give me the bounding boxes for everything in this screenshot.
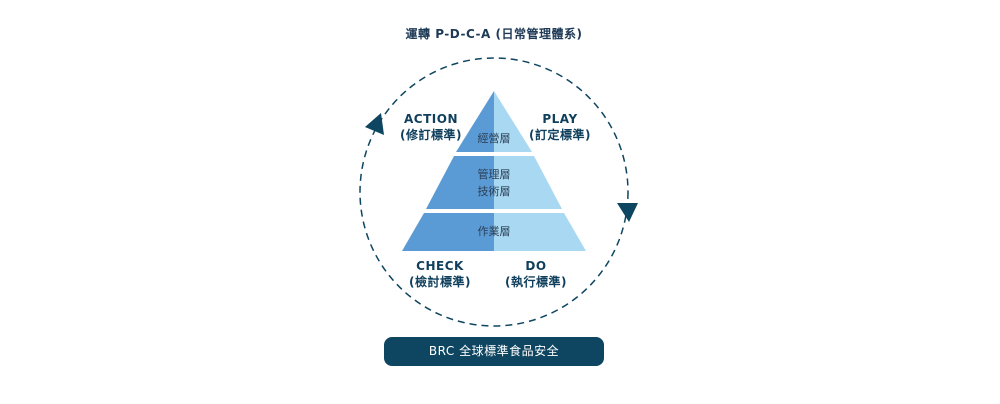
corner-play-label: PLAY	[542, 112, 577, 126]
pyramid-label-bottom: 作業層	[478, 225, 511, 238]
corner-check-sub: (檢討標準)	[409, 274, 471, 289]
corner-action-sub: (修訂標準)	[400, 127, 462, 142]
corner-play-sub: (訂定標準)	[529, 127, 591, 142]
footer-standard-bar: BRC 全球標準食品安全	[384, 337, 604, 366]
corner-do-label: DO	[525, 259, 546, 273]
pyramid-label-top: 經營層	[478, 131, 511, 145]
pyramid-label-middle-2: 技術層	[478, 185, 511, 198]
diagram-title: 運轉 P-D-C-A (日常管理體系)	[406, 26, 583, 41]
cycle-circle	[359, 57, 629, 327]
footer-standard-label: BRC 全球標準食品安全	[428, 344, 560, 358]
pyramid-label-middle-1: 管理層	[478, 167, 511, 181]
pyramid-tier-bottom	[402, 213, 586, 251]
pyramid-tier-top	[456, 91, 532, 152]
cycle-arrow-left-icon	[365, 113, 384, 135]
cycle-arrow-right-icon	[617, 203, 638, 222]
pyramid-tier-middle	[426, 156, 562, 209]
corner-action-label: ACTION	[404, 112, 458, 126]
corner-do-sub: (執行標準)	[505, 274, 567, 289]
corner-check-label: CHECK	[416, 259, 464, 273]
